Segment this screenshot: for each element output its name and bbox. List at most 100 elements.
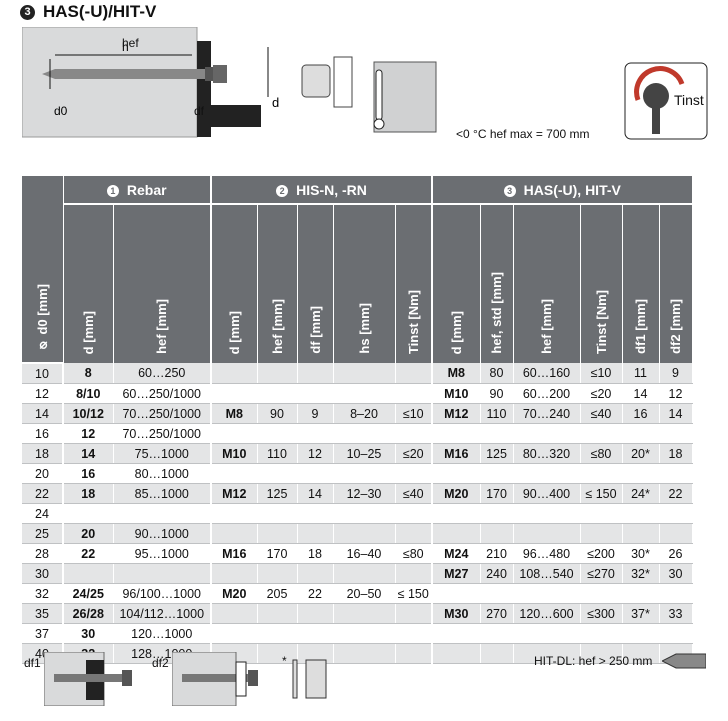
- nut-icon: [305, 659, 327, 699]
- col-header-rebar-hef: hef [mm]: [113, 204, 212, 363]
- table-cell: 95…1000: [113, 543, 212, 564]
- nut-side-view: [301, 64, 331, 98]
- table-cell: 12–30: [333, 483, 396, 504]
- table-cell: [431, 643, 481, 664]
- table-cell: 60…250/1000: [113, 383, 212, 404]
- table-cell: 22: [659, 483, 693, 504]
- table-cell: 270: [480, 603, 514, 624]
- col-header-rebar-d: d [mm]: [63, 204, 114, 363]
- table-cell: 14: [659, 403, 693, 424]
- table-cell: 60…160: [513, 363, 581, 384]
- table-cell: 14: [63, 443, 114, 464]
- table-cell: [395, 503, 433, 524]
- table-cell: 110: [257, 443, 298, 464]
- table-cell: 12: [297, 443, 334, 464]
- table-cell: 8/10: [63, 383, 114, 404]
- table-cell: 80: [480, 363, 514, 384]
- table-cell: [297, 463, 334, 484]
- wrench-head: [643, 83, 669, 109]
- col-header-his-d: d [mm]: [210, 204, 258, 363]
- table-cell: [297, 423, 334, 444]
- table-cell: 90…400: [513, 483, 581, 504]
- table-cell: [513, 623, 581, 644]
- table-cell: 20–50: [333, 583, 396, 604]
- table-cell: ≤40: [580, 403, 623, 424]
- table-cell: [395, 363, 433, 384]
- table-cell: 8: [63, 363, 114, 384]
- table-cell: ≤80: [580, 443, 623, 464]
- df2-label: df2: [152, 656, 169, 670]
- table-cell: M24: [431, 543, 481, 564]
- table-cell: 205: [257, 583, 298, 604]
- df1-rod: [54, 674, 124, 682]
- table-cell: 12: [22, 383, 64, 404]
- table-cell: 90: [257, 403, 298, 424]
- table-cell: [257, 643, 298, 664]
- table-cell: ≤80: [395, 543, 433, 564]
- table-cell: [257, 383, 298, 404]
- table-cell: [395, 643, 433, 664]
- table-cell: 22: [297, 583, 334, 604]
- table-cell: [580, 423, 623, 444]
- table-cell: 18: [659, 443, 693, 464]
- table-cell: 128…1000: [113, 643, 212, 664]
- section-number: 3: [20, 5, 35, 20]
- table-cell: [622, 623, 660, 644]
- table-cell: [431, 623, 481, 644]
- table-cell: 120…1000: [113, 623, 212, 644]
- table-cell: [480, 503, 514, 524]
- temperature-note: <0 °C hef max = 700 mm: [456, 127, 590, 141]
- table-cell: 11: [622, 363, 660, 384]
- table-cell: M27: [431, 563, 481, 584]
- table-cell: [513, 643, 581, 664]
- table-cell: 75…1000: [113, 443, 212, 464]
- table-cell: 70…250/1000: [113, 403, 212, 424]
- table-cell: [622, 503, 660, 524]
- table-cell: 125: [480, 443, 514, 464]
- torque-wrench-icon: [624, 62, 708, 140]
- table-cell: [333, 363, 396, 384]
- table-cell: M8: [210, 403, 258, 424]
- table-cell: 108…540: [513, 563, 581, 584]
- table-cell: [333, 603, 396, 624]
- table-cell: [333, 463, 396, 484]
- table-cell: 90…1000: [113, 523, 212, 544]
- table-cell: [431, 583, 481, 604]
- table-cell: 10: [22, 363, 64, 384]
- nut: [213, 65, 227, 83]
- table-cell: [63, 563, 114, 584]
- table-cell: [257, 523, 298, 544]
- table-cell: [210, 623, 258, 644]
- table-cell: [210, 503, 258, 524]
- section-title-text: HAS(-U)/HIT-V: [43, 2, 157, 21]
- table-cell: ≤270: [580, 563, 623, 584]
- table-cell: [395, 563, 433, 584]
- table-cell: 16–40: [333, 543, 396, 564]
- table-cell: [659, 463, 693, 484]
- table-cell: 14: [297, 483, 334, 504]
- hit-dl-icon: [662, 653, 706, 669]
- table-cell: ≤ 150: [395, 583, 433, 604]
- table-cell: [257, 563, 298, 584]
- table-cell: 37: [22, 623, 64, 644]
- col-header-d0: ⌀ d0 [mm]: [22, 176, 64, 364]
- table-row: 24: [22, 503, 693, 524]
- hef-diagram-label: hef: [122, 36, 139, 50]
- table-cell: 9: [297, 403, 334, 424]
- table-cell: [257, 603, 298, 624]
- df2-nut: [248, 670, 258, 686]
- table-cell: [580, 583, 623, 604]
- df2-rod: [182, 674, 252, 682]
- col-header-his-tinst: Tinst [Nm]: [395, 204, 433, 363]
- table-cell: [622, 423, 660, 444]
- table-cell: [257, 503, 298, 524]
- table-cell: ≤40: [395, 483, 433, 504]
- table-cell: [480, 463, 514, 484]
- threaded-rod: [55, 69, 205, 79]
